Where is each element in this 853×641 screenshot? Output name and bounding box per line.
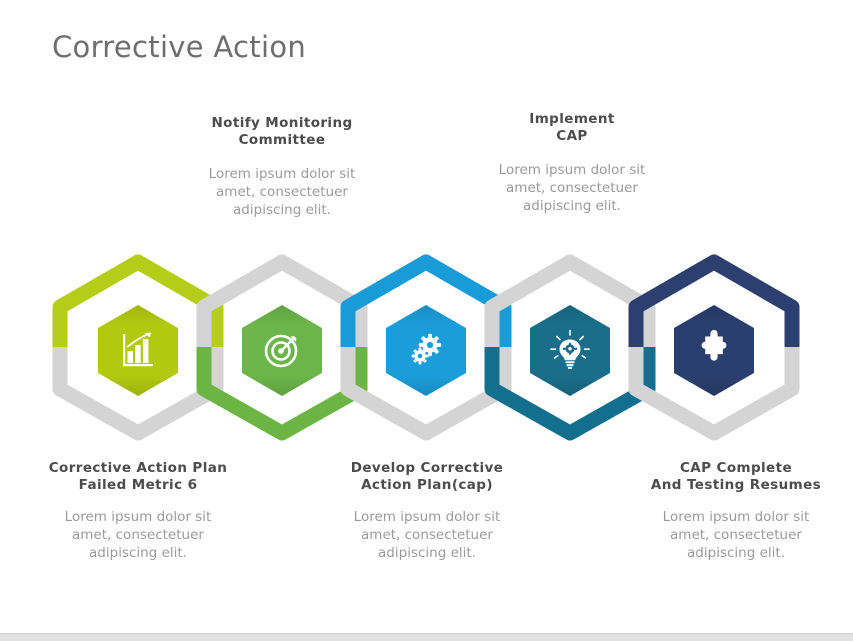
target-dart-icon [264, 333, 298, 368]
hex-step-4[interactable] [484, 254, 656, 441]
hex-ring-gray-3 [340, 347, 512, 441]
caption-step-3: Develop Corrective Action Plan(cap) Lore… [317, 460, 537, 562]
caption-title-step-1: Corrective Action Plan Failed Metric 6 [48, 460, 228, 493]
page-title: Corrective Action [52, 30, 307, 64]
lightbulb-idea-icon [550, 329, 590, 369]
caption-body-step-2: Lorem ipsum dolor sit amet, consectetuer… [208, 166, 356, 218]
caption-step-2: Notify Monitoring Committee Lorem ipsum … [172, 115, 392, 219]
bar-chart-growth-icon [123, 332, 153, 367]
caption-body-step-4: Lorem ipsum dolor sit amet, consectetuer… [498, 162, 646, 214]
hex-ring-color-5 [628, 254, 800, 347]
hex-step-1[interactable] [52, 254, 224, 441]
hex-ring-color-4 [484, 347, 656, 441]
hex-ring-gray-1 [52, 347, 224, 441]
caption-title-step-2: Notify Monitoring Committee [211, 115, 353, 148]
caption-step-5: CAP Complete And Testing Resumes Lorem i… [626, 460, 846, 562]
puzzle-piece-icon [701, 329, 727, 361]
hex-ring-gray-5 [628, 347, 800, 441]
caption-body-step-5: Lorem ipsum dolor sit amet, consectetuer… [662, 509, 810, 561]
caption-step-4: Implement CAP Lorem ipsum dolor sit amet… [462, 111, 682, 215]
caption-step-1: Corrective Action Plan Failed Metric 6 L… [28, 460, 248, 562]
caption-title-step-3: Develop Corrective Action Plan(cap) [350, 460, 504, 493]
hex-step-5[interactable] [628, 254, 800, 441]
caption-title-step-5: CAP Complete And Testing Resumes [650, 460, 822, 493]
hex-step-3[interactable] [340, 254, 512, 441]
caption-body-step-1: Lorem ipsum dolor sit amet, consectetuer… [64, 509, 212, 561]
caption-body-step-3: Lorem ipsum dolor sit amet, consectetuer… [353, 509, 501, 561]
slide-bottom-bar [0, 633, 853, 641]
gears-settings-icon [411, 333, 442, 365]
hex-ring-color-2 [196, 347, 368, 441]
caption-title-step-4: Implement CAP [529, 111, 615, 144]
hex-step-2[interactable] [196, 254, 368, 441]
